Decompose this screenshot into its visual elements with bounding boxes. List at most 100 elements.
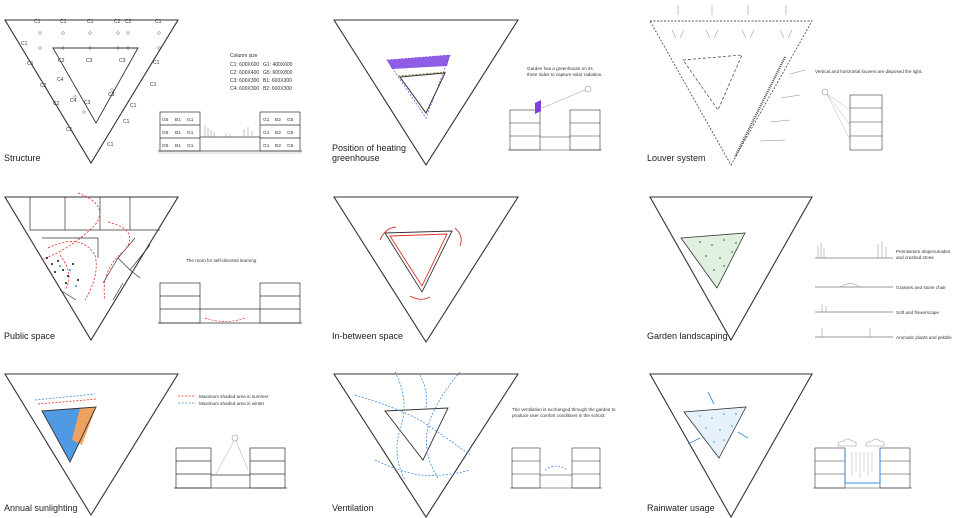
label-c1: C1 bbox=[87, 19, 94, 25]
site-triangle bbox=[649, 196, 813, 342]
garden-triangle bbox=[52, 47, 139, 124]
label-c3: C3 bbox=[108, 92, 115, 98]
column-size-entry: G5: 600X800 bbox=[263, 70, 293, 76]
site-triangle bbox=[332, 196, 520, 344]
panel-title: Ventilation bbox=[332, 503, 374, 513]
label-c1: C1 bbox=[34, 19, 41, 25]
column-size-entry: C3: 600X300 bbox=[230, 78, 259, 84]
panel-structure: C1 C1 C1 C2 C2 C1 C1 C1 C4 C2 C4 C2 C1 C… bbox=[4, 19, 302, 165]
panel-annual-sunlighting: Annual sunlighting Maximum shaded area i… bbox=[4, 373, 287, 517]
panel-title: Structure bbox=[4, 153, 41, 163]
note-text: Vertical and horizontal louvers are disp… bbox=[815, 69, 923, 74]
cloud-icon bbox=[865, 438, 885, 447]
site-triangle bbox=[332, 19, 520, 167]
public-section bbox=[158, 282, 302, 324]
planting-label: Pennisetum alopecuroides bbox=[896, 249, 951, 254]
panel-heating-greenhouse: Position of heating greenhouse Garden ha… bbox=[332, 19, 603, 167]
panel-garden-landscaping: Garden landscaping Pennisetum alopecuroi… bbox=[647, 196, 952, 342]
note-text: The ventilation is exchanged through the… bbox=[512, 407, 616, 412]
garden-triangle bbox=[384, 407, 449, 461]
panel-title: In-between space bbox=[332, 331, 403, 341]
ventilation-section bbox=[510, 447, 602, 489]
garden-triangle bbox=[399, 72, 446, 114]
louver-section bbox=[849, 94, 883, 151]
garden-triangle bbox=[384, 230, 453, 293]
section-label: G1 bbox=[187, 130, 194, 136]
section-label: B2 bbox=[275, 117, 281, 123]
section-label: G5 bbox=[162, 143, 169, 149]
column-size-entry: G1: 400X600 bbox=[263, 62, 293, 68]
section-label: B2 bbox=[275, 143, 281, 149]
label-c3: C3 bbox=[84, 100, 91, 106]
greenhouse-section bbox=[535, 100, 541, 114]
label-c4: C4 bbox=[70, 98, 77, 104]
label-c3: C3 bbox=[119, 58, 126, 64]
site-triangle bbox=[649, 20, 813, 166]
section-label: G5 bbox=[162, 117, 169, 123]
garden-triangle bbox=[680, 232, 746, 289]
section-label: G1 bbox=[263, 117, 270, 123]
section-label: B1 bbox=[175, 130, 181, 136]
panel-title: Annual sunlighting bbox=[4, 503, 78, 513]
panel-title: greenhouse bbox=[332, 153, 380, 163]
sunlight-section bbox=[174, 447, 287, 489]
section-label: G5 bbox=[162, 130, 169, 136]
section-label: B2 bbox=[275, 130, 281, 136]
panel-title: Louver system bbox=[647, 153, 706, 163]
panel-title: Position of heating bbox=[332, 143, 406, 153]
sun-icon bbox=[821, 88, 829, 96]
panel-title: Public space bbox=[4, 331, 55, 341]
movement-path bbox=[39, 192, 131, 301]
section-label: B1 bbox=[175, 143, 181, 149]
label-c1: C1 bbox=[27, 61, 34, 67]
column-size-entry: C4: 600X300 bbox=[230, 86, 259, 92]
garden-triangle bbox=[682, 54, 743, 111]
column-size-entry: B2: 600X300 bbox=[263, 86, 292, 92]
summer-shade bbox=[72, 407, 96, 445]
label-c2: C2 bbox=[40, 83, 47, 89]
site-triangle bbox=[649, 373, 813, 518]
label-c2: C1 bbox=[66, 127, 73, 133]
garden-triangle bbox=[41, 406, 97, 463]
planting-label: Grasses and stone chair bbox=[896, 285, 946, 290]
planting-label: Aromatic plants and pebble bbox=[896, 335, 952, 340]
panel-title: Garden landscaping bbox=[647, 331, 728, 341]
label-c2: C2 bbox=[53, 101, 60, 107]
label-c1: C1 bbox=[21, 41, 28, 47]
circulation-loop bbox=[389, 233, 448, 287]
label-c1: C1 bbox=[153, 60, 160, 66]
section-label: G5 bbox=[287, 143, 294, 149]
column-size-title: Column size bbox=[230, 53, 258, 59]
legend-winter-label: Maximum shaded area in winter bbox=[199, 401, 265, 406]
louver-band bbox=[734, 56, 786, 158]
cloud-icon bbox=[837, 438, 857, 447]
legend-summer-label: Maximum shaded area in summer bbox=[199, 394, 269, 399]
sun-icon bbox=[231, 434, 239, 442]
label-c1: C1 bbox=[123, 119, 130, 125]
airflow-path bbox=[354, 371, 471, 481]
heating-section bbox=[508, 109, 602, 151]
label-c1: C1 bbox=[150, 82, 157, 88]
rain-channel bbox=[844, 450, 881, 484]
column-size-entry: C2: 600X400 bbox=[230, 70, 259, 76]
note-text: Garden has a greenhouse on its bbox=[527, 66, 593, 71]
panel-louver-system: Louver system Vertical and horizontal lo… bbox=[647, 5, 923, 166]
label-c3: C3 bbox=[58, 58, 65, 64]
note-text: produce user comfort conditions in the s… bbox=[512, 413, 606, 418]
section-label: G5 bbox=[287, 117, 294, 123]
site-triangle bbox=[332, 373, 520, 518]
site-triangle bbox=[4, 373, 179, 517]
panel-in-between-space: In-between space bbox=[332, 196, 520, 344]
column-size-entry: B1: 600X300 bbox=[263, 78, 292, 84]
section-label: G1 bbox=[263, 143, 270, 149]
rainwater-section bbox=[813, 447, 912, 489]
label-c3: C3 bbox=[86, 58, 93, 64]
structure-section bbox=[158, 111, 302, 154]
label-c1: C1 bbox=[130, 103, 137, 109]
section-label: G5 bbox=[287, 130, 294, 136]
label-c1: C1 bbox=[107, 142, 114, 148]
planting-label: and crushed stone bbox=[896, 255, 934, 260]
planting-sections bbox=[815, 257, 893, 338]
section-label: G1 bbox=[187, 143, 194, 149]
